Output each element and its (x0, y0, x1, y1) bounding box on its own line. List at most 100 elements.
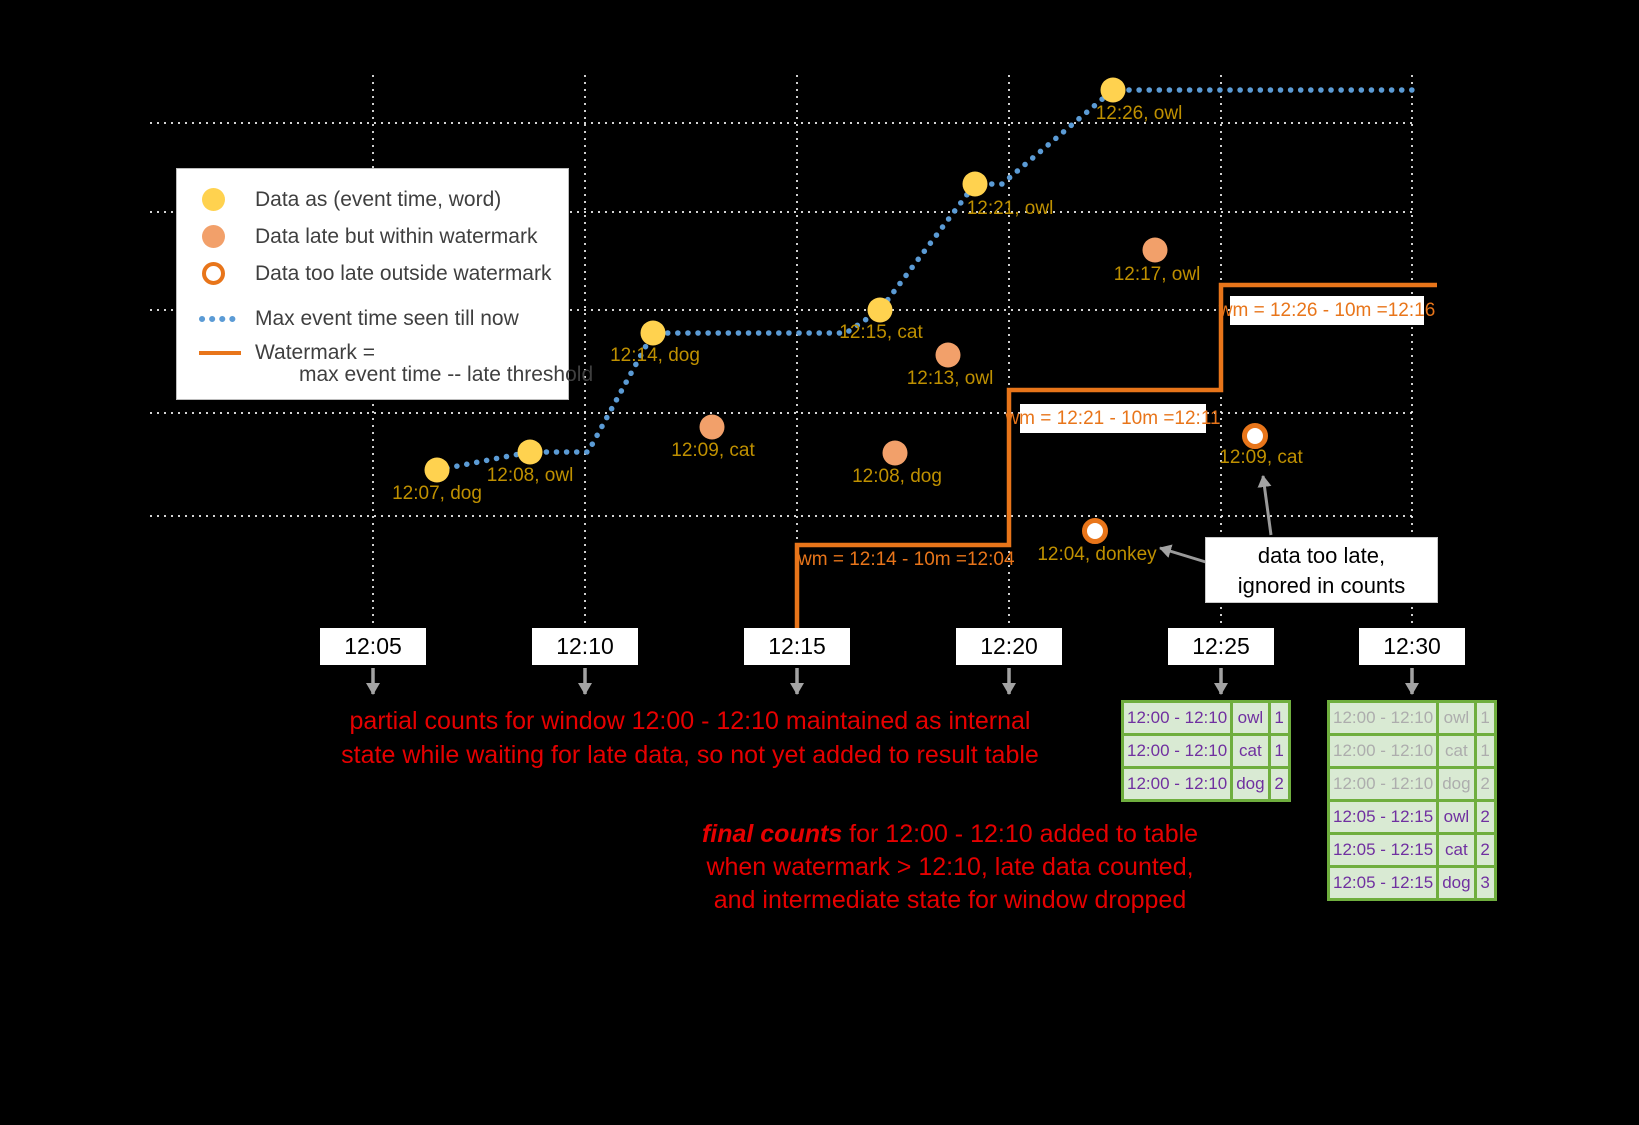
cell-window: 12:00 - 12:10 (1326, 766, 1440, 802)
event-point-label: 12:26, owl (1095, 103, 1183, 124)
event-point-label: 12:09, cat (671, 440, 755, 461)
cell-word: dog (1230, 766, 1271, 802)
event-point-label: 12:15, cat (839, 322, 923, 343)
event-point-on-time (424, 457, 450, 483)
partial-counts-note: partial counts for window 12:00 - 12:10 … (330, 704, 1050, 772)
final-counts-note: final counts for 12:00 - 12:10 added to … (640, 818, 1260, 917)
event-point-too-late (1242, 423, 1268, 449)
cell-window: 12:05 - 12:15 (1326, 799, 1440, 835)
event-point-label: 12:04, donkey (1037, 544, 1157, 565)
event-point-label: 12:21, owl (966, 198, 1054, 219)
final-counts-emphasis: final counts (701, 820, 843, 848)
table-row: 12:05 - 12:15 dog 3 (1326, 865, 1497, 901)
event-point-label: 12:09, cat (1219, 447, 1303, 468)
event-point-label: 12:08, owl (486, 465, 574, 486)
cell-count: 1 (1473, 700, 1497, 736)
event-point-on-time (962, 171, 988, 197)
cell-word: dog (1436, 865, 1477, 901)
legend-row: Watermark = (197, 338, 568, 368)
legend-row: Max event time seen till now (197, 300, 568, 338)
table-row: 12:05 - 12:15 owl 2 (1326, 799, 1497, 835)
result-table-after-12-30: 12:00 - 12:10 owl 1 12:00 - 12:10 cat 1 … (1326, 700, 1497, 901)
event-point-label: 12:14, dog (610, 345, 700, 366)
cell-count: 1 (1473, 733, 1497, 769)
table-row: 12:05 - 12:15 cat 2 (1326, 832, 1497, 868)
event-point-label: 12:13, owl (906, 368, 994, 389)
note-line: final counts for 12:00 - 12:10 added to … (640, 818, 1260, 851)
axis-tick-12-20: 12:20 (956, 628, 1062, 665)
too-late-annotation-line: data too late, (1257, 543, 1386, 568)
note-line: state while waiting for late data, so no… (341, 741, 1039, 769)
max-event-time-line (434, 87, 1417, 473)
watermark-value-label-2: wm = 12:21 - 10m =12:11 (1005, 404, 1221, 433)
event-point-late (882, 440, 908, 466)
legend-row: Data late but within watermark (197, 218, 568, 255)
legend-label-continued: max event time -- late threshold (299, 363, 594, 386)
cell-count: 2 (1473, 832, 1497, 868)
event-point-late (699, 414, 725, 440)
too-late-pointer-arrows (1159, 475, 1273, 565)
axis-tick-12-10: 12:10 (532, 628, 638, 665)
legend-row: Data as (event time, word) (197, 181, 568, 218)
cell-word: cat (1436, 832, 1477, 868)
orange-line-icon (197, 351, 241, 355)
cell-window: 12:00 - 12:10 (1326, 733, 1440, 769)
too-late-annotation: data too late, ignored in counts (1205, 537, 1438, 603)
cell-count: 2 (1473, 766, 1497, 802)
watermark-line (794, 282, 1437, 633)
note-line: partial counts for window 12:00 - 12:10 … (349, 707, 1031, 735)
cell-window: 12:00 - 12:10 (1120, 766, 1234, 802)
event-point-on-time (640, 320, 666, 346)
legend-label: Data as (event time, word) (255, 187, 502, 211)
cell-count: 3 (1473, 865, 1497, 901)
orange-line-sample (199, 351, 241, 355)
event-point-on-time (867, 297, 893, 323)
table-row-dropped: 12:00 - 12:10 dog 2 (1326, 766, 1497, 802)
cell-window: 12:00 - 12:10 (1120, 700, 1234, 736)
cell-count: 1 (1267, 733, 1291, 769)
table-row-dropped: 12:00 - 12:10 cat 1 (1326, 733, 1497, 769)
axis-tick-12-05: 12:05 (320, 628, 426, 665)
watermark-value-label-3: wm = 12:26 - 10m =12:16 (1219, 296, 1435, 325)
axis-tick-12-30: 12:30 (1359, 628, 1465, 665)
table-row: 12:00 - 12:10 owl 1 (1120, 700, 1291, 736)
legend-label: Data late but within watermark (255, 224, 538, 248)
axis-tick-12-15: 12:15 (744, 628, 850, 665)
cell-word: owl (1436, 799, 1477, 835)
watermark-value-label-1: wm = 12:14 - 10m =12:04 (798, 549, 1015, 570)
note-line: when watermark > 12:10, late data counte… (706, 853, 1194, 881)
table-row-dropped: 12:00 - 12:10 owl 1 (1326, 700, 1497, 736)
table-row: 12:00 - 12:10 dog 2 (1120, 766, 1291, 802)
legend-label: Max event time seen till now (255, 307, 519, 330)
cell-word: cat (1230, 733, 1271, 769)
legend-label: Data too late outside watermark (255, 261, 552, 285)
cell-word: owl (1436, 700, 1477, 736)
legend-icon-slot (197, 225, 241, 248)
salmon-dot-icon (202, 225, 225, 248)
cell-word: cat (1436, 733, 1477, 769)
axis-tick-12-25: 12:25 (1168, 628, 1274, 665)
cell-count: 2 (1473, 799, 1497, 835)
event-point-label: 12:17, owl (1113, 264, 1201, 285)
tick-arrows (366, 668, 1419, 695)
event-point-too-late (1082, 518, 1108, 544)
result-table-after-12-25: 12:00 - 12:10 owl 1 12:00 - 12:10 cat 1 … (1120, 700, 1291, 802)
legend: Data as (event time, word) Data late but… (176, 168, 594, 400)
event-point-on-time (1100, 77, 1126, 103)
yellow-dot-icon (202, 188, 225, 211)
event-point-late (1142, 237, 1168, 263)
event-point-label: 12:07, dog (392, 483, 482, 504)
cell-word: owl (1230, 700, 1271, 736)
cell-count: 1 (1267, 700, 1291, 736)
cell-word: dog (1436, 766, 1477, 802)
cell-window: 12:00 - 12:10 (1326, 700, 1440, 736)
event-point-on-time (517, 439, 543, 465)
note-line-rest: for 12:00 - 12:10 added to table (842, 820, 1199, 848)
legend-row: Data too late outside watermark (197, 255, 568, 292)
cell-window: 12:00 - 12:10 (1120, 733, 1234, 769)
legend-label: Watermark = (255, 341, 375, 364)
blue-dotted-line-icon (197, 314, 241, 324)
event-point-late (935, 342, 961, 368)
cell-count: 2 (1267, 766, 1291, 802)
